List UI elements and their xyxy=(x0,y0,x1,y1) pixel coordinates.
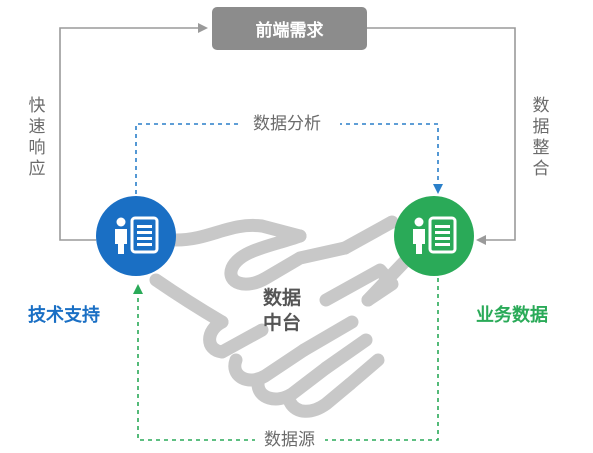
person-document-icon xyxy=(115,216,159,254)
data-analysis-label: 数据分析 xyxy=(253,114,321,134)
frontend-demand-node: 前端需求 xyxy=(212,7,367,50)
quick-response-label: 快速响应 xyxy=(28,96,46,179)
tech-support-node xyxy=(96,196,176,276)
handshake-icon xyxy=(149,215,415,418)
tech-support-label: 技术支持 xyxy=(28,305,100,326)
data-source-label: 数据源 xyxy=(264,430,315,450)
frontend-demand-label: 前端需求 xyxy=(255,21,324,41)
business-data-label: 业务数据 xyxy=(476,305,548,326)
data-middle-platform-line2: 中台 xyxy=(262,312,301,334)
business-data-node xyxy=(394,196,474,276)
response-connector xyxy=(59,23,208,241)
data-middle-platform-line1: 数据 xyxy=(262,287,301,309)
analysis-flow xyxy=(135,123,443,194)
person-document-icon xyxy=(413,216,457,254)
integration-connector xyxy=(367,27,516,245)
data-integration-label: 数据整合 xyxy=(532,96,550,179)
